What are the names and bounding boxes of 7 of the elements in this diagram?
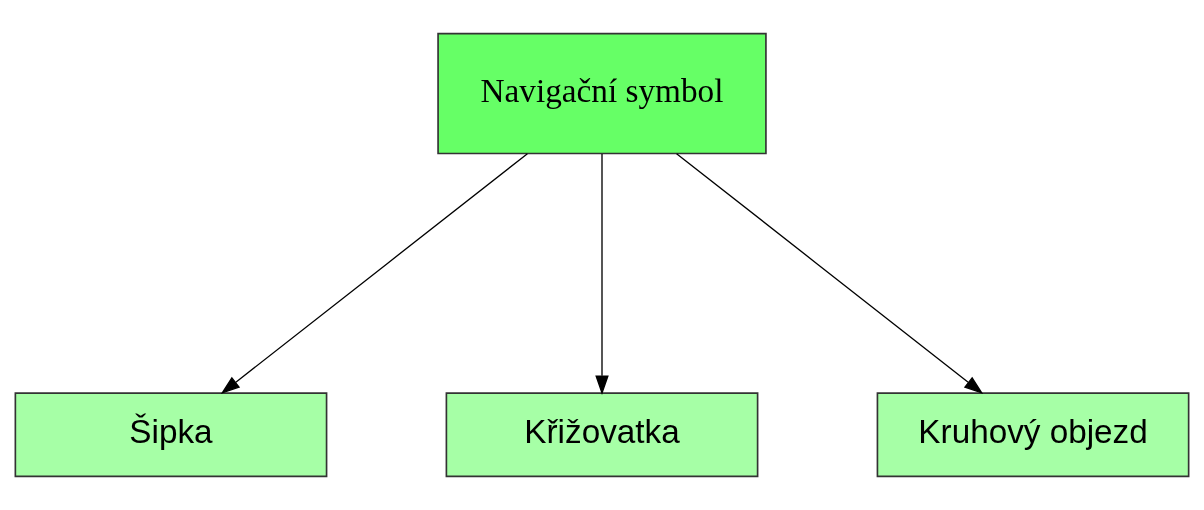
arrow bbox=[595, 153, 609, 395]
node-box: Kruhový objezd bbox=[876, 392, 1190, 478]
node-box: Křižovatka bbox=[445, 392, 759, 478]
node-box: Šipka bbox=[14, 392, 328, 478]
arrow bbox=[220, 153, 529, 395]
arrow bbox=[675, 153, 984, 395]
node-box: Navigační symbol bbox=[437, 32, 767, 155]
